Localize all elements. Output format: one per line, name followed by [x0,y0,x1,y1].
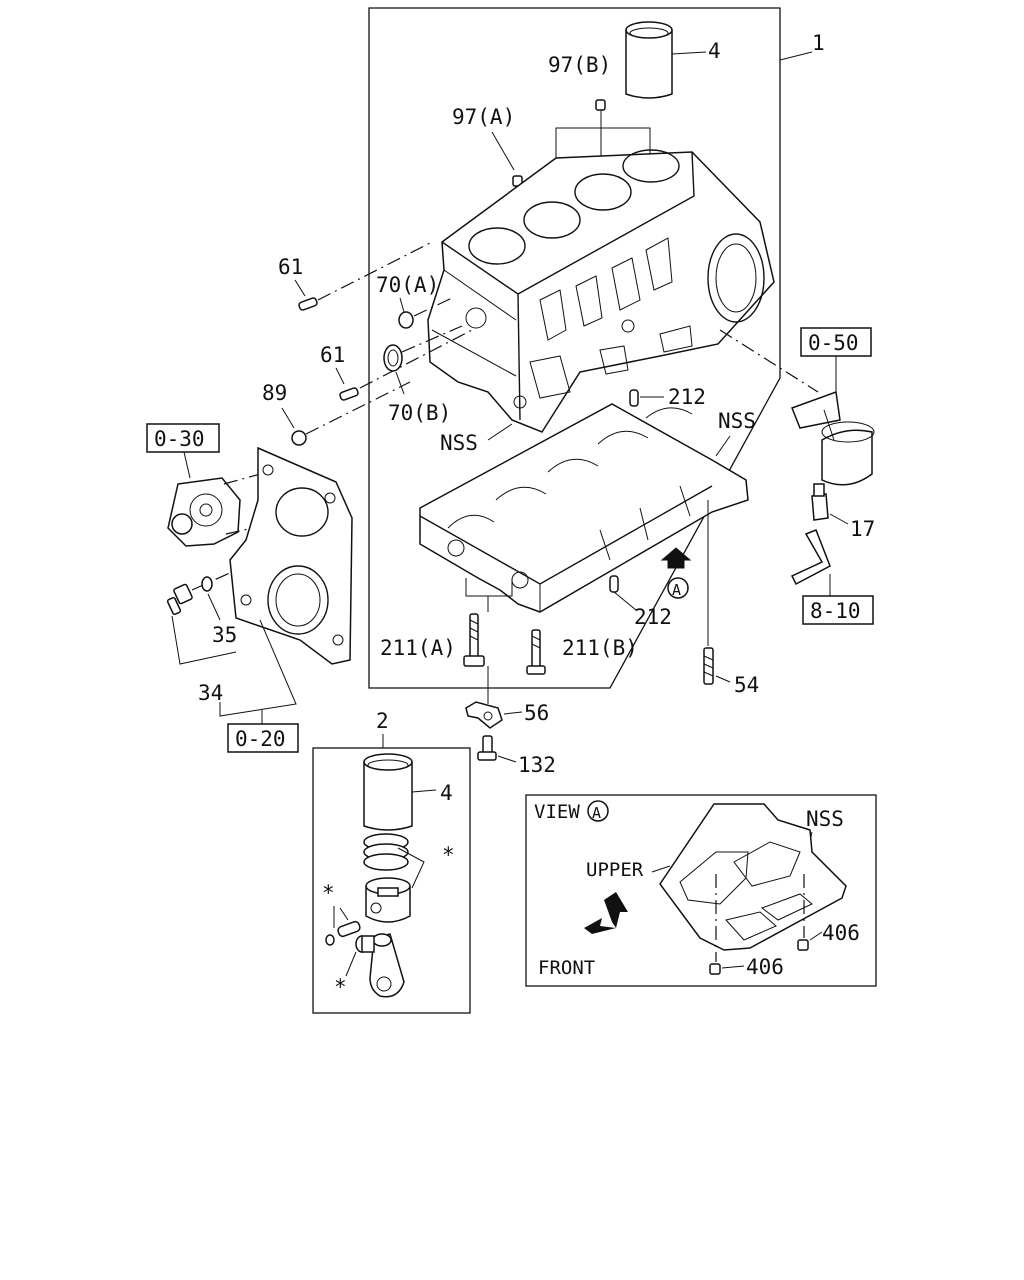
callout-54: 54 [734,673,759,697]
plug-35 [201,576,213,592]
svg-text:0-30: 0-30 [154,427,205,451]
oil-pan-part [659,803,847,951]
callout-nss-crankcase: NSS [718,409,756,433]
callout-406-left: 406 [746,955,784,979]
oil-filter-part [791,390,875,486]
callout-61-lower: 61 [320,343,345,367]
pin-61-lower [339,387,359,401]
view-marker-a [667,577,689,599]
bolt-132 [477,735,497,761]
callout-97b: 97(B) [548,53,611,77]
bolt-211b [526,629,546,675]
view-a-inset-marker [587,800,609,822]
ref-box-oil-filter [800,327,872,357]
piston-rings-part [363,833,409,871]
piston-part [365,877,411,923]
callout-2: 2 [376,709,389,733]
svg-text:0-20: 0-20 [235,727,286,751]
piston-assembly-frame [312,747,471,1014]
rod-bushing-part [355,935,375,953]
cylinder-block-part [427,149,775,433]
view-a-upper-label: UPPER [586,859,644,881]
callout-406-right: 406 [822,921,860,945]
water-pump-part [167,477,241,547]
piston-pin-part [325,920,361,946]
view-a-front-label: FRONT [538,957,595,979]
callout-4-piston-liner: 4 [440,781,453,805]
callout-211b: 211(B) [562,636,638,660]
callout-89: 89 [262,381,287,405]
svg-text:0-50: 0-50 [808,331,859,355]
svg-text:8-10: 8-10 [810,599,861,623]
view-a-nss: NSS [806,807,844,831]
asterisk-bushing: * [334,975,347,999]
view-direction-arrow [660,547,692,569]
stud-54 [703,647,714,685]
callout-212-lower: 212 [634,605,672,629]
callout-35: 35 [212,623,237,647]
callout-4-liner: 4 [708,39,721,63]
callout-97a: 97(A) [452,105,515,129]
callout-212-upper: 212 [668,385,706,409]
view-a-inset-frame [525,794,877,987]
callout-70a: 70(A) [376,273,439,297]
svg-text:A: A [672,581,681,599]
seal-70b [383,344,403,372]
piston-liner-part [363,753,413,831]
callout-211a: 211(A) [380,636,456,660]
callout-1: 1 [812,31,825,55]
callout-56: 56 [524,701,549,725]
asterisk-rings: * [442,843,455,867]
bolt-211a [463,613,485,667]
plug-70a [398,311,414,329]
callout-nss-block: NSS [440,431,478,455]
ref-box-water-pump [146,423,220,453]
bolt-34 [166,583,193,616]
pin-61-upper [298,297,318,311]
connecting-rod-part [369,933,405,998]
asterisk-pin: * [322,881,335,905]
oil-line-part [790,529,831,586]
callout-34: 34 [198,681,223,705]
ref-box-oil-line [802,595,874,625]
view-a-title: VIEW [534,801,580,823]
plug-97b [595,99,606,111]
callout-70b: 70(B) [388,401,451,425]
plug-89 [291,430,307,446]
callout-132: 132 [518,753,556,777]
pin-212-upper [629,389,639,407]
callout-61-upper: 61 [278,255,303,279]
svg-text:A: A [592,804,601,822]
upper-front-arrow-icon [584,892,628,934]
front-cover-part [229,446,353,665]
callout-17: 17 [850,517,875,541]
pin-212-lower [609,575,619,593]
oil-pressure-switch-17 [811,483,829,521]
assembly-frame [368,7,781,689]
drain-plug-406-left [709,963,721,975]
drain-plug-406-right [797,939,809,951]
cylinder-liner-part [625,21,707,99]
bracket-56 [465,701,503,729]
ref-box-front-cover [227,723,299,753]
